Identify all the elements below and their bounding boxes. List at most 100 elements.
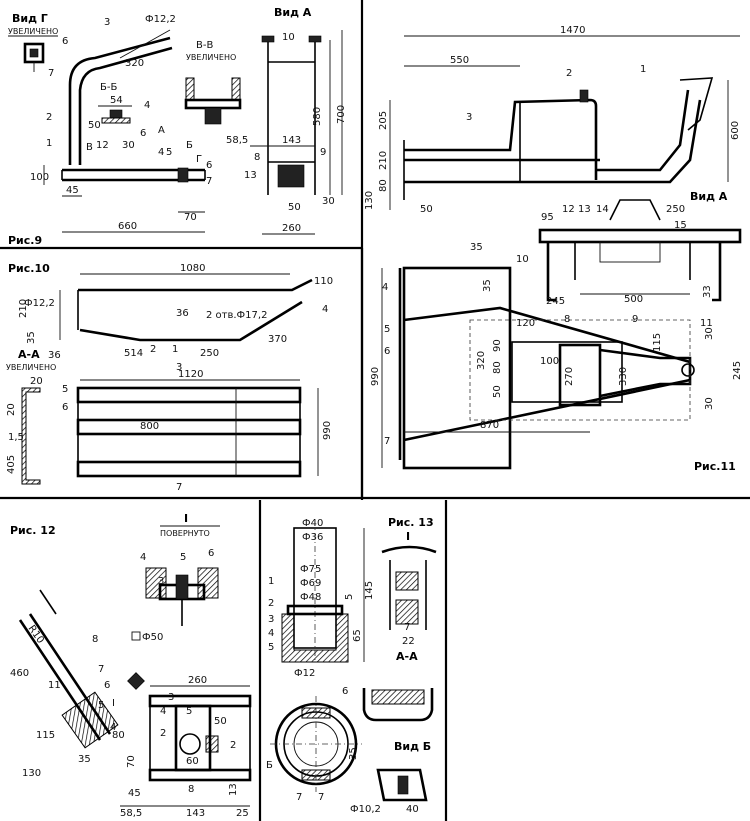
figure-13: Рис. 13 Ф40 Ф36 Ф75 Ф69 Ф48 1 2 3 4 5 Ф1… — [266, 516, 437, 815]
fig13-dim-d48: Ф48 — [300, 592, 321, 603]
fig12-dim-50: 50 — [214, 716, 227, 727]
fig10-dim-36b: 36 — [48, 350, 61, 361]
fig12-part2b-label: 2 — [230, 740, 236, 751]
fig11-caption: Рис.11 — [694, 460, 736, 473]
fig11-part6-label: 6 — [384, 346, 390, 357]
fig12-dim-260: 260 — [188, 675, 207, 686]
fig11-part4-label: 4 — [382, 282, 388, 293]
fig9-view-g-label: Вид Г — [12, 12, 48, 25]
fig9-dim-260: 260 — [282, 223, 301, 234]
fig12-dim-115: 115 — [36, 730, 55, 741]
fig11-dim-245: 245 — [546, 296, 565, 307]
fig13-part1-label: 1 — [268, 576, 274, 587]
fig10-dim-1080: 1080 — [180, 263, 205, 274]
fig12-part5b-label: 5 — [98, 700, 104, 711]
fig9-dim-50b: 50 — [288, 202, 301, 213]
fig13-dim-145: 145 — [364, 581, 375, 600]
fig10-dim-1-5: 1,5 — [8, 432, 24, 443]
fig11-part12-label: 12 — [562, 204, 575, 215]
fig11-dim-320: 320 — [476, 351, 487, 370]
figure-12: Рис. 12 I ПОВЕРНУТО 4 5 6 3 Ф50 R10 460 … — [10, 512, 252, 819]
fig12-part3b-label: 3 — [168, 692, 174, 703]
fig9-section-bb: Б-Б — [100, 82, 117, 93]
fig13-dim-35: 35 — [348, 747, 359, 760]
figure-9: Вид Г УВЕЛИЧЕНО 6 7 3 Ф12,2 320 2 1 Б-Б … — [8, 6, 347, 247]
fig10-part5-label: 5 — [62, 384, 68, 395]
fig11-part14-label: 14 — [596, 204, 609, 215]
fig11-dim-550: 550 — [450, 55, 469, 66]
figure-10: Рис.10 1080 110 210 Ф12,2 35 36 2 отв.Ф1… — [6, 262, 333, 493]
fig9-dim-54: 54 — [110, 95, 123, 106]
fig11-view-a-label: Вид А — [690, 190, 728, 203]
fig10-dim-1120: 1120 — [178, 369, 203, 380]
fig9-dim-30: 30 — [122, 140, 135, 151]
fig9-dim-30b: 30 — [322, 196, 335, 207]
fig9-view-g-note: УВЕЛИЧЕНО — [8, 27, 58, 36]
fig10-dim-370: 370 — [268, 334, 287, 345]
fig13-dim-22: 22 — [402, 636, 415, 647]
fig10-part2-label: 2 — [150, 344, 156, 355]
fig12-dim-58-5: 58,5 — [120, 808, 142, 819]
fig10-dim-d12: Ф12,2 — [24, 298, 55, 309]
fig11-dim-500: 500 — [624, 294, 643, 305]
fig11-dim-990: 990 — [370, 367, 381, 386]
fig10-section-aa-note: УВЕЛИЧЕНО — [6, 363, 56, 372]
fig13-view-b: Вид Б — [394, 740, 431, 753]
fig12-part4-label: 4 — [140, 552, 146, 563]
fig9-dim-58-5: 58,5 — [226, 135, 248, 146]
fig11-dim-95: 95 — [541, 212, 554, 223]
fig9-dim-660: 660 — [118, 221, 137, 232]
fig10-part3-label: 3 — [176, 362, 182, 373]
fig9-letter-v: В — [86, 142, 93, 153]
fig9-part8-label: 8 — [254, 152, 260, 163]
fig11-dim-100: 100 — [540, 356, 559, 367]
fig11-dim-330: 330 — [618, 367, 629, 386]
fig9-view-a-label: Вид А — [274, 6, 312, 19]
fig12-dim-80: 80 — [112, 730, 125, 741]
fig11-part10-label: 10 — [516, 254, 529, 265]
fig12-part8-label: 8 — [92, 634, 98, 645]
fig10-dim-514: 514 — [124, 348, 143, 359]
fig10-dim-20b: 20 — [6, 403, 17, 416]
fig12-part2-label: 2 — [160, 728, 166, 739]
fig11-dim-30a: 30 — [704, 327, 715, 340]
fig13-part7b-label: 7 — [318, 792, 324, 803]
fig9-section-vv: В-В — [196, 40, 213, 51]
fig11-dim-50: 50 — [420, 204, 433, 215]
fig13-part2-label: 2 — [268, 598, 274, 609]
fig12-part3-label: 3 — [158, 576, 164, 587]
fig12-part5-label: 5 — [180, 552, 186, 563]
fig9-letter-a: А — [158, 125, 165, 136]
fig9-part7b-label: 7 — [206, 176, 212, 187]
fig13-dim-d40: Ф40 — [302, 518, 323, 529]
fig11-dim-250: 250 — [666, 204, 685, 215]
fig12-dim-70: 70 — [126, 755, 137, 768]
fig9-part5-label: 5 — [166, 147, 172, 158]
fig9-letter-g: Г — [196, 154, 202, 165]
fig10-part1-label: 1 — [172, 344, 178, 355]
fig13-section-aa: А-А — [396, 650, 418, 663]
fig9-part7-label: 7 — [48, 68, 54, 79]
fig10-dim-35: 35 — [26, 331, 37, 344]
fig9-dim-580: 580 — [312, 107, 323, 126]
fig10-caption: Рис.10 — [8, 262, 50, 275]
fig10-dim-210: 210 — [18, 299, 29, 318]
fig12-part6-label: 6 — [208, 548, 214, 559]
fig13-part4-label: 4 — [268, 628, 274, 639]
fig11-dim-35: 35 — [470, 242, 483, 253]
fig9-dim-70: 70 — [184, 212, 197, 223]
fig10-dim-36: 36 — [176, 308, 189, 319]
fig10-dim-holes: 2 отв.Ф17,2 — [206, 310, 267, 321]
fig9-dim-100: 100 — [30, 172, 49, 183]
fig12-detail-i-ref: I — [112, 698, 115, 709]
fig10-dim-250: 250 — [200, 348, 219, 359]
fig12-detail-label: I — [184, 512, 188, 525]
fig9-part4-label: 4 — [144, 100, 150, 111]
fig10-dim-405: 405 — [6, 455, 17, 474]
fig11-part8-label: 8 — [564, 314, 570, 325]
fig11-dim-600: 600 — [730, 121, 741, 140]
fig13-dim-40: 40 — [406, 804, 419, 815]
fig12-part4c-label: 4 — [160, 706, 166, 717]
fig10-dim-800: 800 — [140, 421, 159, 432]
